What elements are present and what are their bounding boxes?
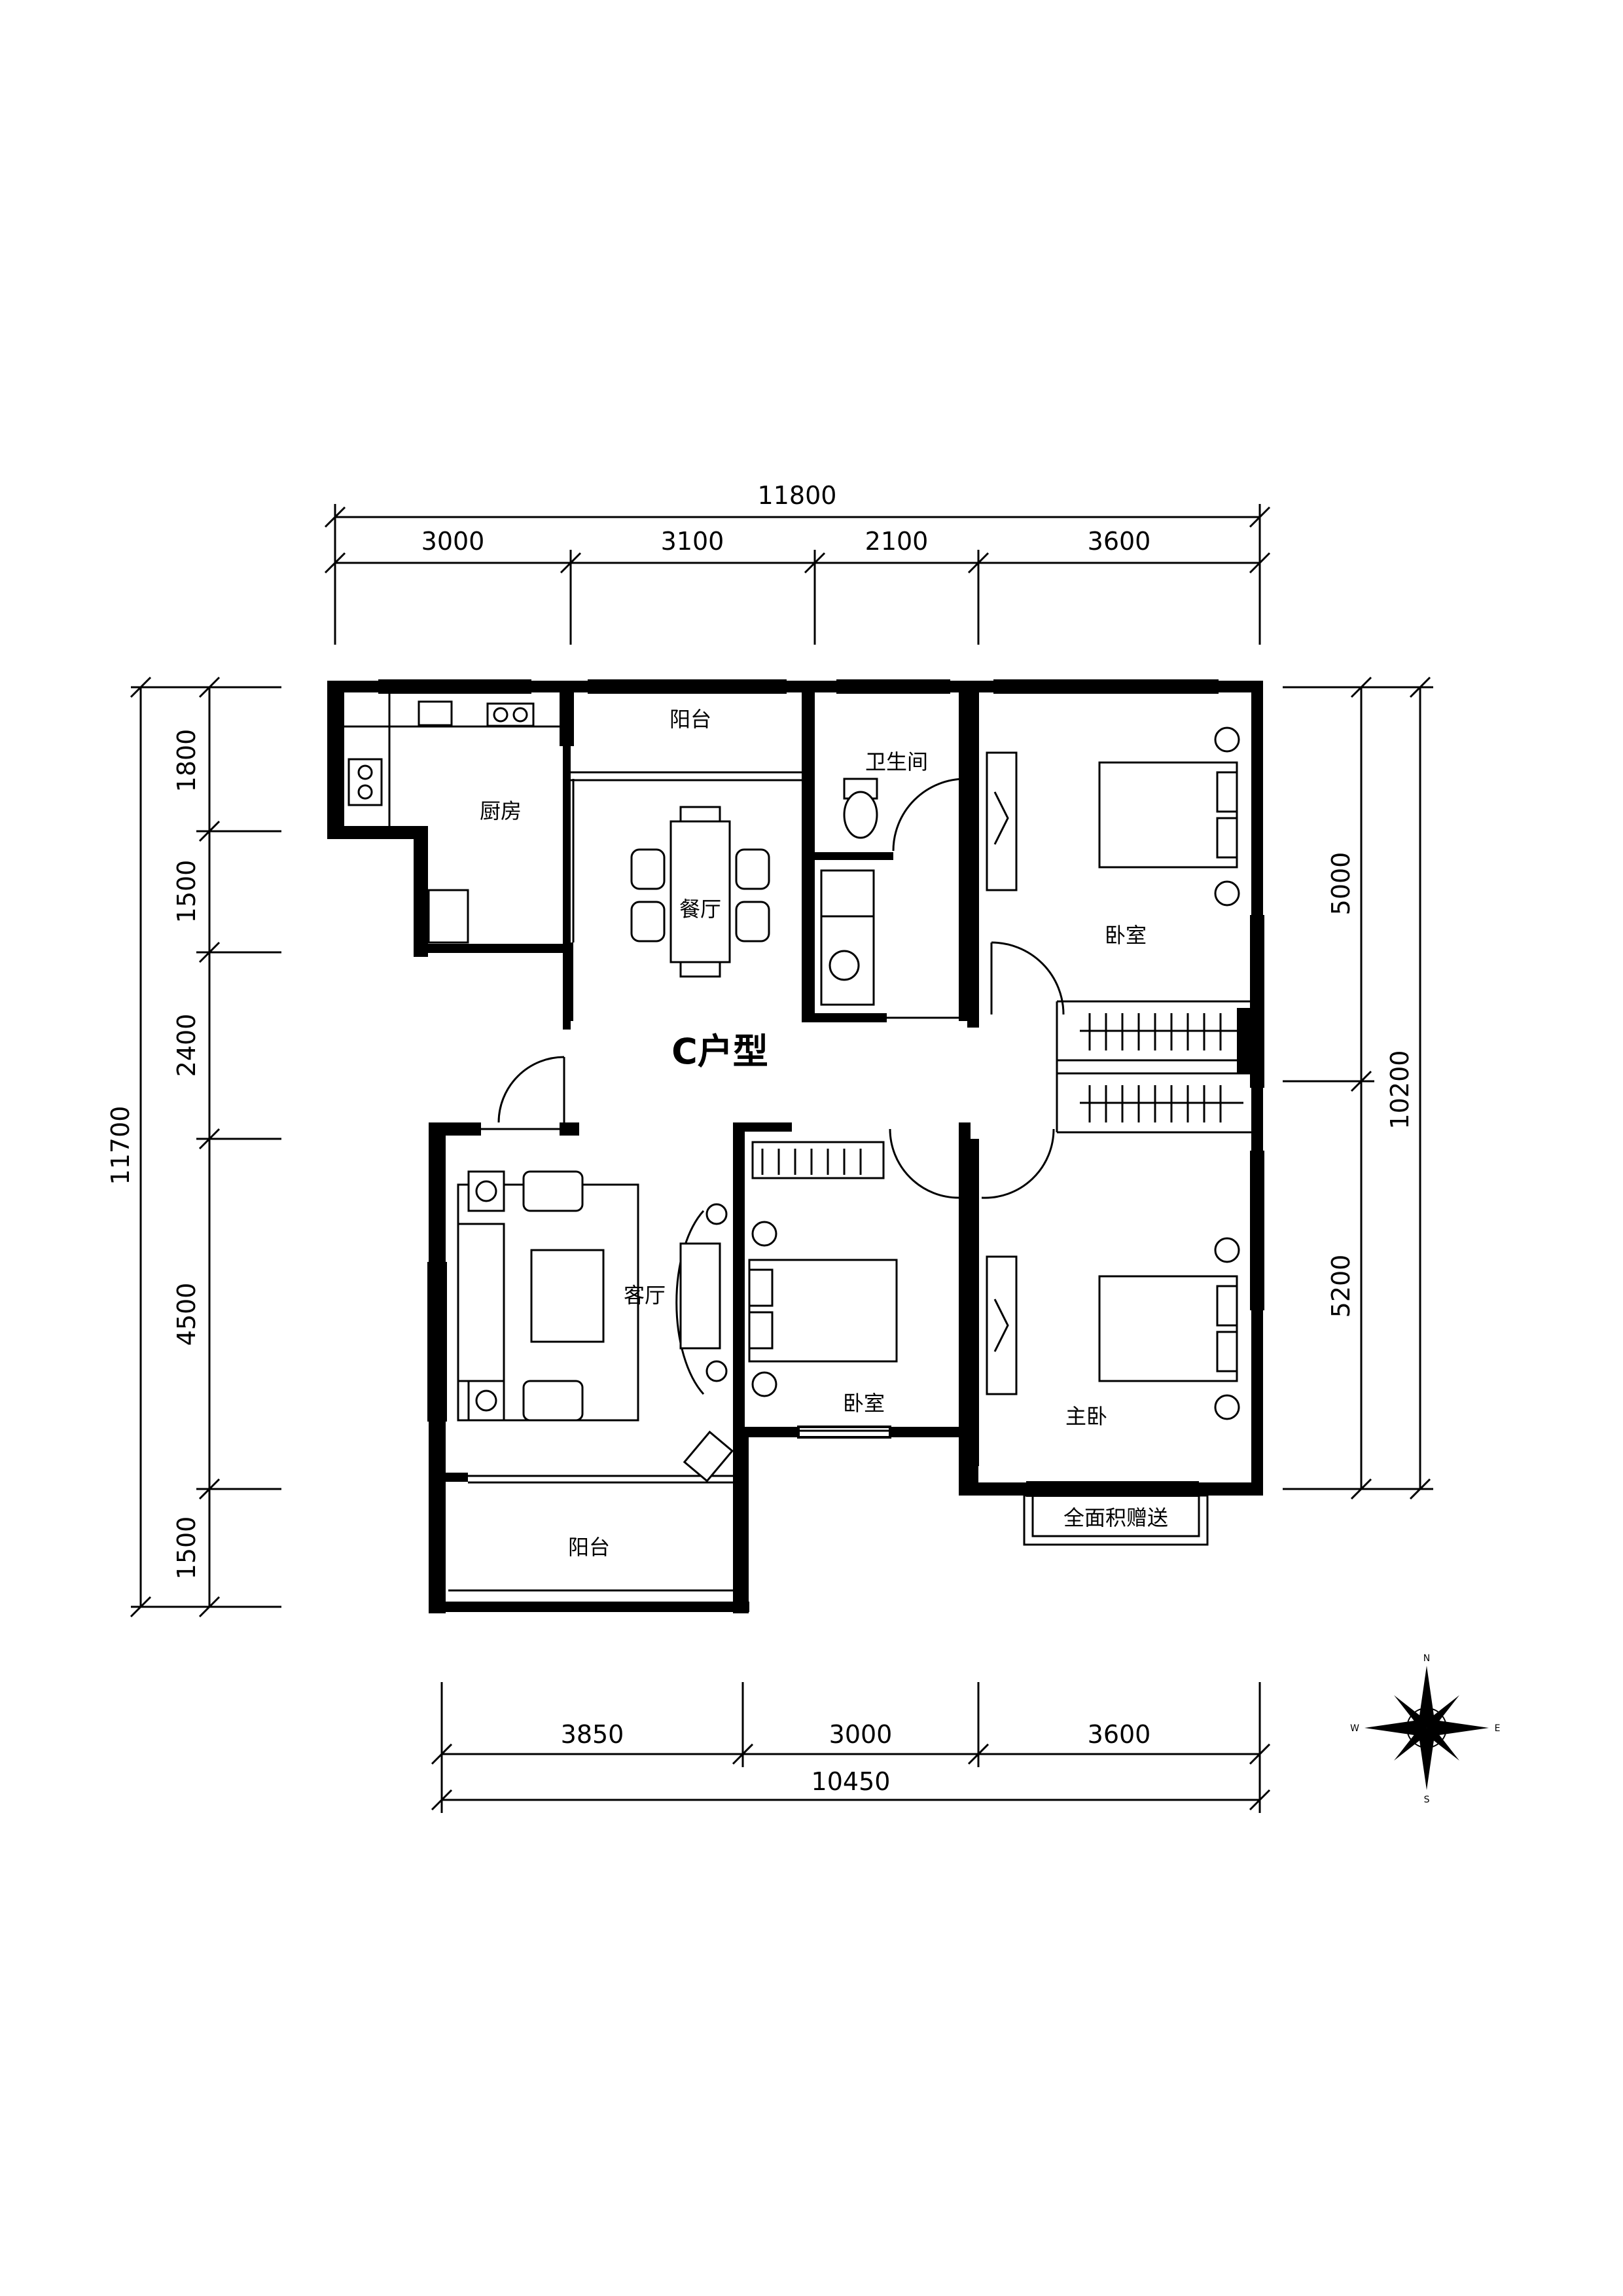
compass-south: S — [1424, 1795, 1430, 1805]
living-label: 客厅 — [624, 1283, 666, 1308]
master-bedroom-furniture: 主卧 — [986, 1237, 1240, 1429]
compass-west: W — [1350, 1723, 1359, 1734]
living-room-furniture: 客厅 — [457, 1170, 734, 1482]
bottom-dimension-2: 3000 — [829, 1720, 893, 1749]
right-total-dimension: 10200 — [1385, 1050, 1414, 1130]
top-total-dimension: 11800 — [758, 481, 837, 510]
bathroom-label: 卫生间 — [865, 749, 928, 774]
dining-label: 餐厅 — [679, 897, 721, 922]
windows — [378, 679, 1264, 1497]
bottom-dimension-1: 3850 — [561, 1720, 624, 1749]
bottom-dimensions: 3850 3000 3600 10450 — [431, 1682, 1271, 1813]
compass-east: E — [1495, 1723, 1501, 1734]
kitchen-fixtures: 厨房 — [344, 692, 560, 944]
bedroom-center-furniture: 卧室 — [748, 1141, 898, 1416]
bottom-dimension-3: 3600 — [1088, 1720, 1151, 1749]
compass-north: N — [1423, 1653, 1430, 1664]
master-bedroom-label: 主卧 — [1065, 1404, 1107, 1429]
top-dimension-3: 2100 — [865, 527, 929, 556]
left-dimension-2: 1500 — [172, 860, 201, 924]
doors — [497, 778, 1065, 1199]
left-dimension-4: 4500 — [172, 1283, 201, 1346]
plan-title: C户型 — [671, 1031, 768, 1072]
left-dimension-5: 1500 — [172, 1516, 201, 1580]
kitchen-label: 厨房 — [480, 798, 522, 823]
balcony-top-label: 阳台 — [669, 707, 711, 732]
bay-window-note: 全面积赠送 — [1063, 1505, 1168, 1530]
left-dimension-3: 2400 — [172, 1014, 201, 1077]
bedroom-top-right-label: 卧室 — [1105, 923, 1147, 948]
balcony-bottom-label: 阳台 — [568, 1535, 610, 1560]
right-dimension-2: 5200 — [1327, 1255, 1355, 1318]
bedroom-center-label: 卧室 — [843, 1391, 885, 1416]
top-dimension-2: 3100 — [661, 527, 724, 556]
left-dimension-1: 1800 — [172, 729, 201, 793]
top-dimensions: 11800 3000 3100 2100 3600 — [324, 481, 1271, 645]
walls — [327, 681, 1263, 1613]
bay-window: 全面积赠送 — [1023, 1494, 1209, 1546]
compass-rose: N S W E — [1350, 1653, 1500, 1805]
right-dimension-1: 5000 — [1327, 852, 1355, 916]
left-dimensions: 11700 1800 1500 2400 4500 1500 — [106, 676, 281, 1618]
bathroom-fixtures: 卫生间 — [820, 749, 928, 1006]
dining-table: 餐厅 — [630, 806, 770, 978]
bottom-total-dimension: 10450 — [812, 1767, 891, 1796]
right-dimensions: 5000 5200 10200 — [1283, 676, 1433, 1500]
wardrobe — [1080, 1013, 1243, 1122]
top-dimension-4: 3600 — [1088, 527, 1151, 556]
left-total-dimension: 11700 — [106, 1106, 135, 1185]
top-dimension-1: 3000 — [421, 527, 485, 556]
bedroom-top-right-furniture: 卧室 — [986, 726, 1240, 948]
